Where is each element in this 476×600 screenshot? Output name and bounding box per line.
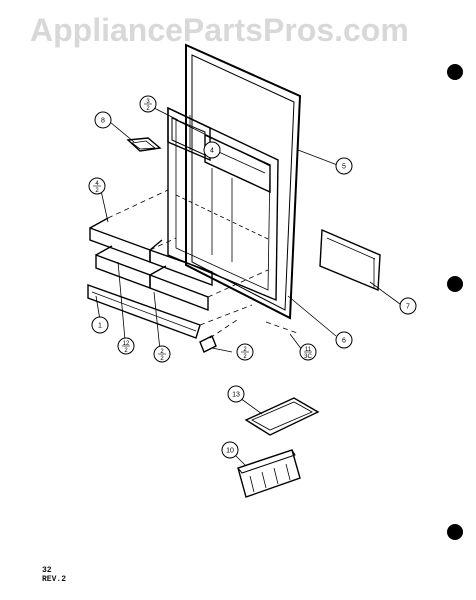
callout-c5: 5 [335,157,353,175]
callout-number: 13 [232,392,240,399]
callout-number: 8 [101,118,105,125]
side-trim [319,228,381,292]
callout-number: 6 [342,338,346,345]
callout-c1: 1 [91,316,109,334]
callout-circle [399,297,417,315]
callout-number: 3 [146,99,150,105]
callout-number: 10 [226,448,234,455]
page-reference: 32 REV.2 [42,566,66,584]
callout-c4: 4 [203,141,221,159]
assembly-lines [107,189,301,339]
door-liner [167,106,279,302]
callout-c13: 13 [227,385,245,403]
callout-c7: 7 [399,297,417,315]
callout-number: 2 [243,347,247,353]
binder-hole-bottom [447,524,463,540]
binder-holes [447,64,463,540]
door-outer-panel [185,43,302,320]
watermark-text: AppliancePartsPros.com [30,12,409,48]
binder-hole-top [447,64,463,80]
callout-circle [335,157,353,175]
callout-number: 1 [98,323,102,330]
callout-number: 4 [95,181,99,187]
leader-lines [95,105,401,467]
callout-c3: 32 [139,95,157,113]
callout-c2b: 22 [236,343,254,361]
callout-subnumber: 2 [95,188,99,194]
callout-number: 7 [406,304,410,311]
callout-c10: 10 [221,441,239,459]
callout-c4b: 42 [88,177,106,195]
callout-c6a: 6 [335,331,353,349]
callout-c12: 122 [117,337,135,355]
callout-subnumber: 2 [160,356,164,362]
butter-tray [126,137,162,152]
callout-number: 12 [123,341,130,347]
hinge-bracket [199,335,217,353]
callout-number: 4 [210,148,214,155]
callout-subnumber: 2 [243,354,247,360]
page-revision: REV.2 [42,575,67,584]
callout-subnumber: 2 [124,348,128,354]
binder-hole-middle [447,276,463,292]
page-number: 32 [42,566,52,575]
callout-circle [94,111,112,129]
callout-number: 11 [305,347,312,353]
door-shelf-bottom [87,284,201,339]
door-shelf-lower [95,245,209,312]
callout-number: 2 [160,349,164,355]
callout-circle [227,385,245,403]
door-shelf-upper [89,217,213,287]
callout-number: 5 [342,164,346,171]
callout-c8: 8 [94,111,112,129]
callout-circle [203,141,221,159]
lower-bin [237,449,301,498]
callout-subnumber: 2 [146,106,150,112]
callout-circle [91,316,109,334]
callout-c2a: 22 [153,345,171,363]
callout-subnumber: 3C [304,354,312,360]
callout-circle [221,441,239,459]
callout-circle [335,331,353,349]
lower-tray [244,397,320,436]
